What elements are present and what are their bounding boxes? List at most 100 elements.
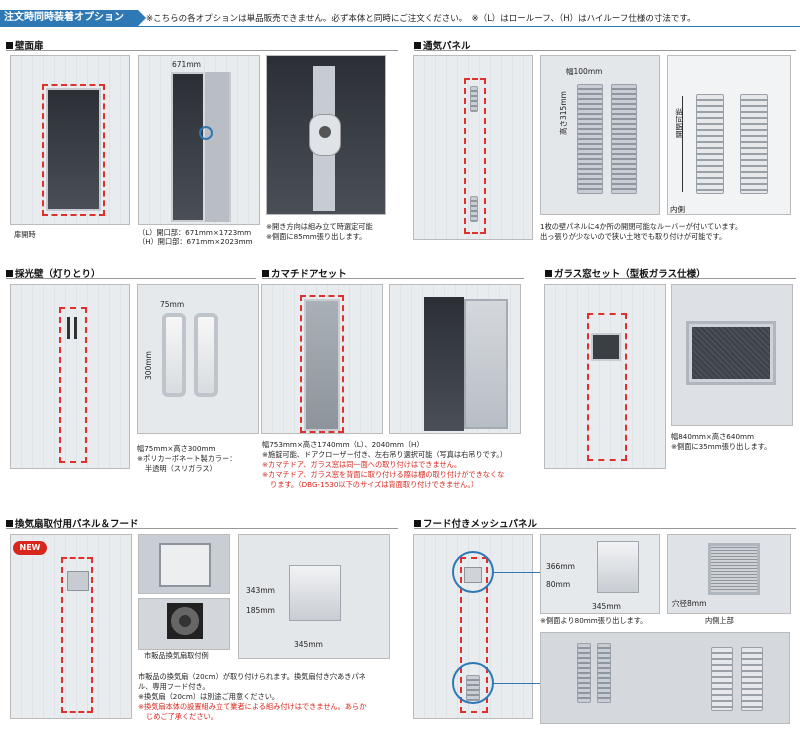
mesh-inside-label: 内側上部 [705, 616, 734, 625]
mesh-hood-depth-dim: 80mm [546, 580, 571, 589]
mesh-louver-2 [597, 643, 611, 703]
louver-lower [470, 196, 478, 222]
vent-fan-note1: ※換気扇本体の設置組み立て業者による組み付けはできません。あらか [138, 702, 367, 711]
vent-panel-height-dim: 高さ315mm [559, 91, 568, 135]
kamachi-door-caption2: ※施錠可能、ドアクローザー付き、左右吊り選択可能（写真は右吊りです。） [262, 450, 508, 459]
glass-pane-left [692, 327, 731, 379]
option-outline [42, 84, 105, 216]
glass-window-exterior-photo [544, 284, 666, 469]
vent-fan-note2: じめご了承ください。 [146, 712, 218, 721]
header-divider [0, 26, 800, 27]
hood-unit [289, 565, 341, 621]
skylight-exterior-photo [10, 284, 130, 469]
mesh-hood-photo [540, 534, 660, 614]
vent-fan-hood-photo [238, 534, 390, 659]
mesh-louver-4 [741, 647, 763, 711]
option-outline [300, 295, 344, 433]
wall-door-open-label: 扉開時 [14, 230, 36, 239]
wall-door-note1: ※開き方向は組み立て時選定可能 [266, 222, 373, 231]
skylight-caption2: ※ポリカーボネート製カラー： [137, 454, 237, 463]
option-outline [587, 313, 627, 461]
vent-fan-hood-depth-dim: 185mm [246, 606, 275, 615]
skylight-closeup-photo [137, 284, 259, 434]
header-tag: 注文時同時装着オプション [0, 10, 146, 26]
hood [67, 571, 89, 591]
section-title-glass-window: ガラス窓セット（型板ガラス仕様） [545, 266, 706, 280]
window-frame [686, 321, 776, 385]
callout-line-upper [494, 572, 540, 573]
kamachi-door [304, 299, 340, 431]
mesh-louver-photo [540, 632, 790, 724]
louver-inside-left [696, 94, 724, 194]
kamachi-door-exterior-photo [261, 284, 383, 434]
wall-door-exterior-photo [10, 55, 130, 225]
section-divider [414, 528, 796, 529]
vent-panel-louver-closeup [540, 55, 660, 215]
door-panel [46, 88, 101, 211]
kamachi-door-open [464, 299, 508, 429]
skylight-width-dim: 75mm [160, 300, 185, 309]
vent-fan-caption1: 市販品の換気扇（20cm）が取り付けられます。換気扇付き穴あきパネ [138, 672, 366, 681]
option-outline [464, 78, 486, 234]
wall-door-caption-h: （H）開口部：671mm×2023mm [138, 237, 253, 246]
vent-fan-example-photo [138, 598, 230, 650]
section-divider [545, 278, 796, 279]
skylight-slit-right [74, 317, 77, 339]
door-opening [424, 297, 464, 431]
section-title-vent-fan: 換気扇取付用パネル＆フード [6, 516, 139, 530]
kamachi-door-note1: ※カマチドア、ガラス窓は同一面への取り付けはできません。 [262, 460, 462, 469]
kamachi-door-caption1: 幅753mm×高さ1740mm（L）、2040mm（H） [262, 440, 424, 449]
louver-inside-right [740, 94, 768, 194]
hood-highlight [452, 551, 494, 593]
lock-highlight [199, 126, 213, 140]
mesh-hood-width-dim: 345mm [592, 602, 621, 611]
section-title-wall-door: 壁面扉 [6, 38, 44, 52]
section-title-mesh-panel: フード付きメッシュパネル [414, 516, 537, 530]
skylight-slit-left [67, 317, 70, 339]
key-cylinder-icon [319, 126, 331, 138]
mesh-screen [708, 543, 760, 595]
section-divider [6, 278, 256, 279]
mesh-hole-label: 穴径8mm [672, 599, 707, 608]
section-divider [6, 50, 398, 51]
header-note: ※こちらの各オプションは単品販売できません。必ず本体と同時にご注文ください。 ※… [146, 14, 696, 24]
hood-unit [597, 541, 639, 593]
option-outline [59, 307, 87, 463]
louver-left [577, 84, 603, 194]
skylight-window-right [194, 313, 218, 397]
vent-fan-caption2: ル、専用フード付き。 [138, 682, 210, 691]
glass-pane-right [731, 327, 770, 379]
glass-window-caption2: ※側面に35mm張り出します。 [671, 442, 772, 451]
mesh-inside-photo [667, 534, 791, 614]
new-badge: NEW [13, 541, 47, 555]
callout-line-lower [494, 683, 540, 684]
mesh-panel-caption1: ※側面より80mm張り出します。 [540, 616, 648, 625]
kamachi-door-note2: ※カマチドア、ガラス窓を背面に取り付ける際は棚の取り付けができなくな [262, 470, 505, 479]
skylight-caption1: 幅75mm×高さ300mm [137, 444, 216, 453]
wall-door-interior-photo [138, 55, 260, 225]
vent-panel-inside-photo [667, 55, 791, 215]
vent-fan-hood-width-dim: 345mm [294, 640, 323, 649]
louver-right [611, 84, 637, 194]
vent-panel-exterior-photo [413, 55, 533, 240]
vent-panel-caption1: 1枚の壁パネルに4か所の開閉可能なルーバーが付いています。 [540, 222, 743, 231]
adjust-arrow-icon [682, 96, 683, 192]
glass-window [591, 333, 621, 361]
mesh-louver-3 [711, 647, 733, 711]
skylight-window-left [162, 313, 186, 397]
section-title-kamachi-door: カマチドアセット [262, 266, 347, 280]
vent-fan-panel-photo [138, 534, 230, 594]
section-divider [262, 278, 524, 279]
wall-door-lock-closeup [266, 55, 386, 215]
skylight-caption3: 半透明（スリガラス） [145, 464, 217, 473]
vent-fan-caption3: ※換気扇（20cm）は別途ご用意ください。 [138, 692, 280, 701]
section-title-skylight: 採光壁（灯りとり） [6, 266, 101, 280]
vent-fan-example-label: 市販品換気扇取付例 [144, 651, 209, 660]
kamachi-door-open-photo [389, 284, 521, 434]
vent-panel-inside-label: 内側 [670, 205, 685, 214]
wall-door-width-dim: 671mm [172, 60, 201, 69]
sliding-door [203, 72, 229, 222]
fan-icon [167, 603, 203, 639]
vent-fan-hood-height-dim: 343mm [246, 586, 275, 595]
option-outline [61, 557, 93, 713]
